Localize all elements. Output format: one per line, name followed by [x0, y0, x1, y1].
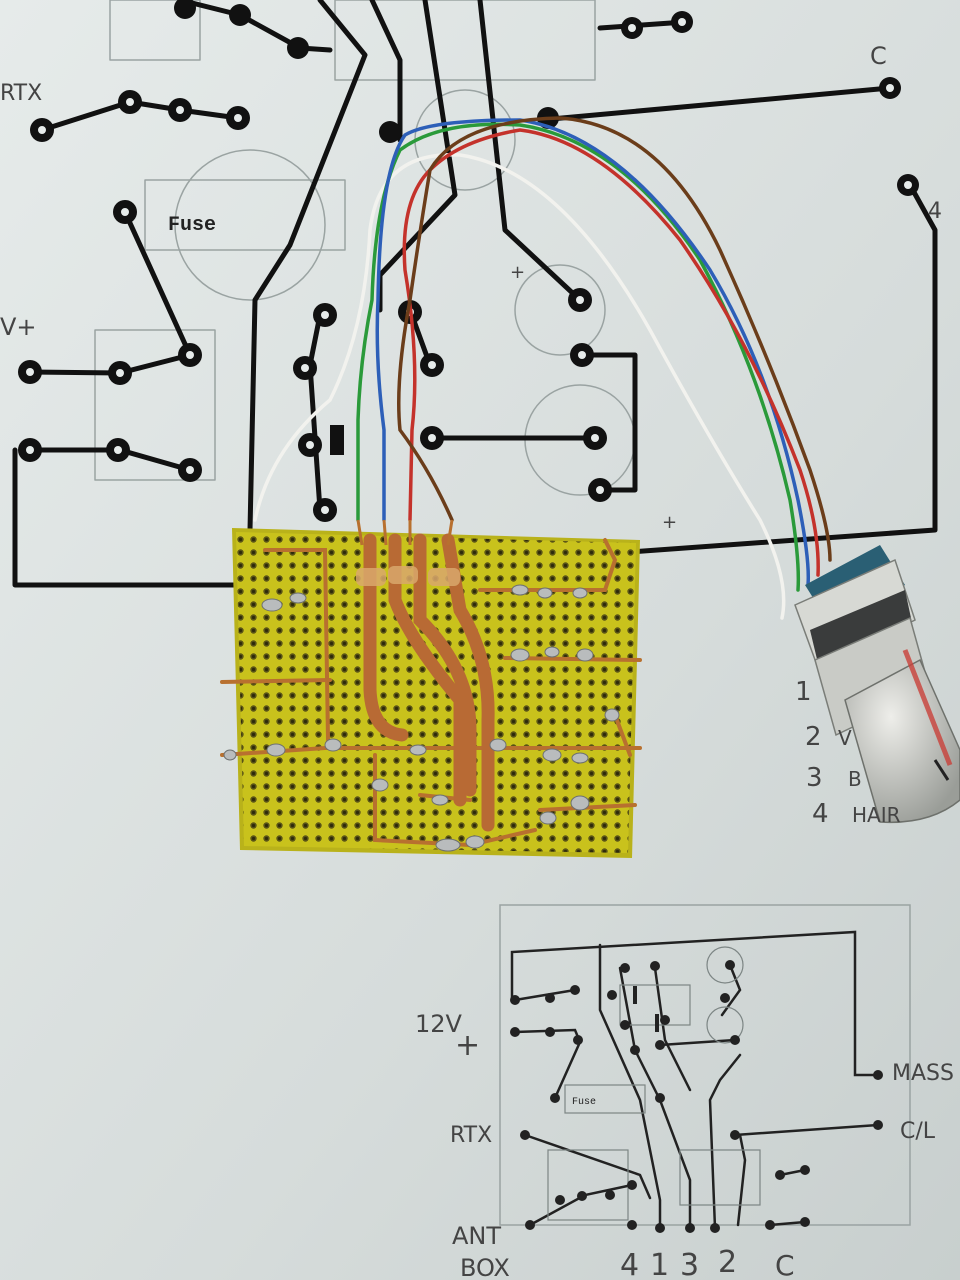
red-wire	[402, 128, 820, 577]
switch-name-v: V	[838, 726, 852, 750]
perfboard	[220, 528, 642, 858]
bottom-number-3: 3	[680, 1248, 699, 1280]
mass-label: MASS	[892, 1061, 954, 1086]
four-label: 4	[928, 199, 942, 224]
rotary-switch	[794, 545, 960, 824]
switch-position-4: 4	[812, 799, 829, 829]
bottom-number-4: 4	[620, 1248, 639, 1280]
rtx-small-label: RTX	[450, 1123, 492, 1148]
wire-bundle	[253, 116, 832, 620]
c-label: C	[870, 42, 887, 70]
ant-label: ANT	[452, 1222, 501, 1250]
c-small-label: C	[775, 1249, 795, 1280]
blue-wire	[375, 118, 811, 587]
large-layout-print	[12, 0, 938, 588]
rtx-label: RTX	[0, 81, 42, 106]
knob	[844, 658, 960, 824]
fuse-label: Fuse	[168, 214, 216, 237]
c-l-label: C/L	[900, 1119, 936, 1144]
twelve-v-label: 12V	[415, 1010, 463, 1038]
bottom-number-2: 2	[718, 1245, 737, 1280]
switch-name-hair: HAIR	[852, 803, 901, 827]
plus-label-b: +	[662, 512, 677, 533]
fuse-small-label: Fuse	[572, 1097, 596, 1108]
switch-name-b: B	[848, 767, 862, 791]
box-label: BOX	[460, 1254, 510, 1280]
switch-position-3: 3	[806, 763, 823, 793]
bottom-number-1: 1	[650, 1248, 669, 1280]
switch-position-2: 2	[805, 722, 822, 752]
plus-label-a: +	[510, 262, 525, 283]
brown-wire	[397, 116, 832, 562]
white-wire	[253, 152, 786, 620]
small-layout-print	[499, 904, 911, 1233]
switch-position-1: 1	[795, 677, 812, 707]
green-wire	[356, 122, 801, 592]
v-plus-label: V+	[0, 313, 37, 341]
plus-small-label: +	[455, 1028, 480, 1063]
